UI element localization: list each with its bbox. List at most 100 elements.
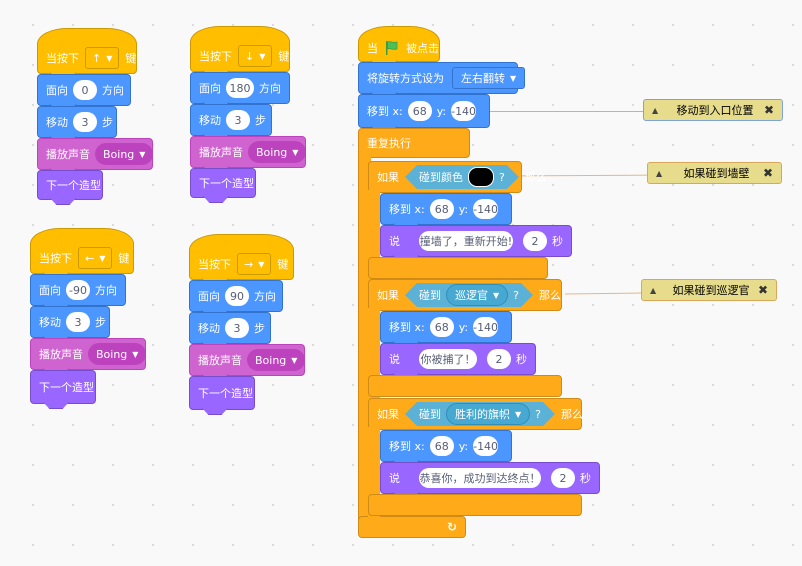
chevron-down-icon: ▼	[132, 349, 139, 359]
sound-dropdown[interactable]: Boing▼	[95, 143, 154, 165]
when-key-pressed-block[interactable]: 当按下 ↑▼ 键	[37, 28, 137, 74]
move-steps-block[interactable]: 移动 3 步	[37, 106, 117, 138]
rotation-style-dropdown[interactable]: 左右翻转▼	[452, 67, 526, 89]
touching-sprite-condition[interactable]: 碰到 巡逻官▼ ?	[405, 283, 533, 307]
y-input[interactable]: -140	[473, 199, 498, 219]
close-icon[interactable]: ✖	[763, 103, 774, 117]
sprite-dropdown[interactable]: 胜利的旗帜▼	[446, 403, 530, 425]
comment-move-to-entrance[interactable]: ▲ 移动到入口位置 ✖	[643, 99, 783, 121]
x-input[interactable]: 68	[429, 199, 454, 219]
chevron-down-icon: ▼	[510, 73, 517, 83]
comment-if-touch-wall[interactable]: ▲ 如果碰到墙壁 ✖	[647, 162, 782, 184]
direction-input[interactable]: 0	[73, 80, 97, 100]
comment-if-touch-patrol[interactable]: ▲ 如果碰到巡逻官 ✖	[641, 279, 777, 301]
comment-link-line	[490, 111, 644, 112]
if-header[interactable]: 如果 碰到颜色 ? 那么	[368, 161, 547, 193]
point-direction-block[interactable]: 面向 90 方向	[189, 280, 283, 312]
play-sound-block[interactable]: 播放声音 Boing▼	[37, 138, 154, 170]
point-direction-block[interactable]: 面向 -90 方向	[30, 274, 126, 306]
message-input[interactable]: 撞墙了，重新开始!	[419, 231, 513, 251]
sound-dropdown[interactable]: Boing▼	[88, 343, 147, 365]
set-rotation-style-block[interactable]: 将旋转方式设为 左右翻转▼	[358, 62, 526, 94]
direction-input[interactable]: -90	[66, 280, 90, 300]
key-dropdown[interactable]: ↓▼	[238, 45, 273, 67]
steps-input[interactable]: 3	[226, 110, 250, 130]
go-to-xy-block[interactable]: 移到 x: 68 y: -140	[358, 94, 490, 128]
x-input[interactable]: 68	[429, 436, 454, 456]
play-sound-block[interactable]: 播放声音 Boing▼	[189, 344, 306, 376]
next-costume-block[interactable]: 下一个造型	[189, 376, 255, 410]
steps-input[interactable]: 3	[225, 318, 249, 338]
sound-dropdown[interactable]: Boing▼	[248, 141, 307, 163]
y-input[interactable]: -140	[473, 436, 498, 456]
chevron-down-icon: ▼	[292, 147, 299, 157]
chevron-down-icon: ▼	[291, 355, 298, 365]
close-icon[interactable]: ✖	[757, 283, 768, 297]
when-key-pressed-block[interactable]: 当按下 →▼ 键	[189, 234, 294, 280]
green-flag-icon	[384, 40, 400, 56]
next-costume-block[interactable]: 下一个造型	[30, 370, 96, 404]
forever-footer[interactable]: ↻	[358, 516, 466, 538]
y-input[interactable]: -140	[473, 317, 498, 337]
comment-link-line	[564, 292, 644, 295]
key-dropdown[interactable]: →▼	[237, 253, 272, 275]
when-flag-clicked-block[interactable]: 当 被点击	[358, 26, 440, 62]
play-sound-block[interactable]: 播放声音 Boing▼	[30, 338, 147, 370]
close-icon[interactable]: ✖	[762, 166, 773, 180]
next-costume-block[interactable]: 下一个造型	[37, 170, 103, 200]
sprite-dropdown[interactable]: 巡逻官▼	[446, 284, 508, 306]
next-costume-block[interactable]: 下一个造型	[190, 168, 256, 198]
move-steps-block[interactable]: 移动 3 步	[189, 312, 271, 344]
chevron-down-icon: ▼	[515, 409, 522, 419]
chevron-down-icon: ▼	[106, 53, 113, 63]
direction-input[interactable]: 90	[225, 286, 249, 306]
forever-arm	[358, 150, 371, 520]
touching-sprite-condition[interactable]: 碰到 胜利的旗帜▼ ?	[405, 402, 555, 426]
say-for-secs-block[interactable]: 说 恭喜你，成功到达终点！ 2 秒	[380, 462, 600, 494]
say-for-secs-block[interactable]: 说 你被捕了！ 2 秒	[380, 343, 536, 375]
x-input[interactable]: 68	[429, 317, 454, 337]
say-for-secs-block[interactable]: 说 撞墙了，重新开始! 2 秒	[380, 225, 572, 257]
if-header[interactable]: 如果 碰到 胜利的旗帜▼ ? 那么	[368, 398, 583, 430]
message-input[interactable]: 恭喜你，成功到达终点！	[419, 468, 541, 488]
go-to-xy-block[interactable]: 移到 x: 68 y: -140	[380, 311, 512, 343]
steps-input[interactable]: 3	[73, 112, 97, 132]
when-key-pressed-block[interactable]: 当按下 ↓▼ 键	[190, 26, 290, 72]
collapse-icon[interactable]: ▲	[652, 105, 659, 115]
chevron-down-icon: ▼	[493, 290, 500, 300]
chevron-down-icon: ▼	[258, 259, 265, 269]
sound-dropdown[interactable]: Boing▼	[247, 349, 306, 371]
y-input[interactable]: -140	[451, 101, 476, 121]
collapse-icon[interactable]: ▲	[650, 285, 657, 295]
touching-color-condition[interactable]: 碰到颜色 ?	[405, 165, 519, 189]
direction-input[interactable]: 180	[226, 78, 254, 98]
collapse-icon[interactable]: ▲	[656, 168, 663, 178]
seconds-input[interactable]: 2	[523, 231, 547, 251]
when-key-pressed-block[interactable]: 当按下 ←▼ 键	[30, 228, 134, 274]
chevron-down-icon: ▼	[139, 149, 146, 159]
comment-text[interactable]: 如果碰到墙壁	[683, 167, 750, 180]
seconds-input[interactable]: 2	[487, 349, 511, 369]
chevron-down-icon: ▼	[99, 253, 106, 263]
play-sound-block[interactable]: 播放声音 Boing▼	[190, 136, 307, 168]
comment-text[interactable]: 移动到入口位置	[676, 104, 754, 117]
if-header[interactable]: 如果 碰到 巡逻官▼ ? 那么	[368, 279, 562, 311]
if-footer	[368, 257, 548, 279]
chevron-down-icon: ▼	[259, 51, 266, 61]
point-direction-block[interactable]: 面向 180 方向	[190, 72, 290, 104]
comment-text[interactable]: 如果碰到巡逻官	[672, 284, 750, 297]
x-input[interactable]: 68	[407, 101, 432, 121]
color-picker[interactable]	[468, 167, 494, 187]
move-steps-block[interactable]: 移动 3 步	[30, 306, 110, 338]
steps-input[interactable]: 3	[66, 312, 90, 332]
go-to-xy-block[interactable]: 移到 x: 68 y: -140	[380, 430, 512, 462]
key-dropdown[interactable]: ↑▼	[85, 47, 120, 69]
forever-header[interactable]: 重复执行	[358, 128, 470, 158]
move-steps-block[interactable]: 移动 3 步	[190, 104, 272, 136]
key-dropdown[interactable]: ←▼	[78, 247, 113, 269]
if-footer	[368, 494, 582, 516]
seconds-input[interactable]: 2	[551, 468, 575, 488]
point-direction-block[interactable]: 面向 0 方向	[37, 74, 131, 106]
go-to-xy-block[interactable]: 移到 x: 68 y: -140	[380, 193, 512, 225]
message-input[interactable]: 你被捕了！	[419, 349, 477, 369]
